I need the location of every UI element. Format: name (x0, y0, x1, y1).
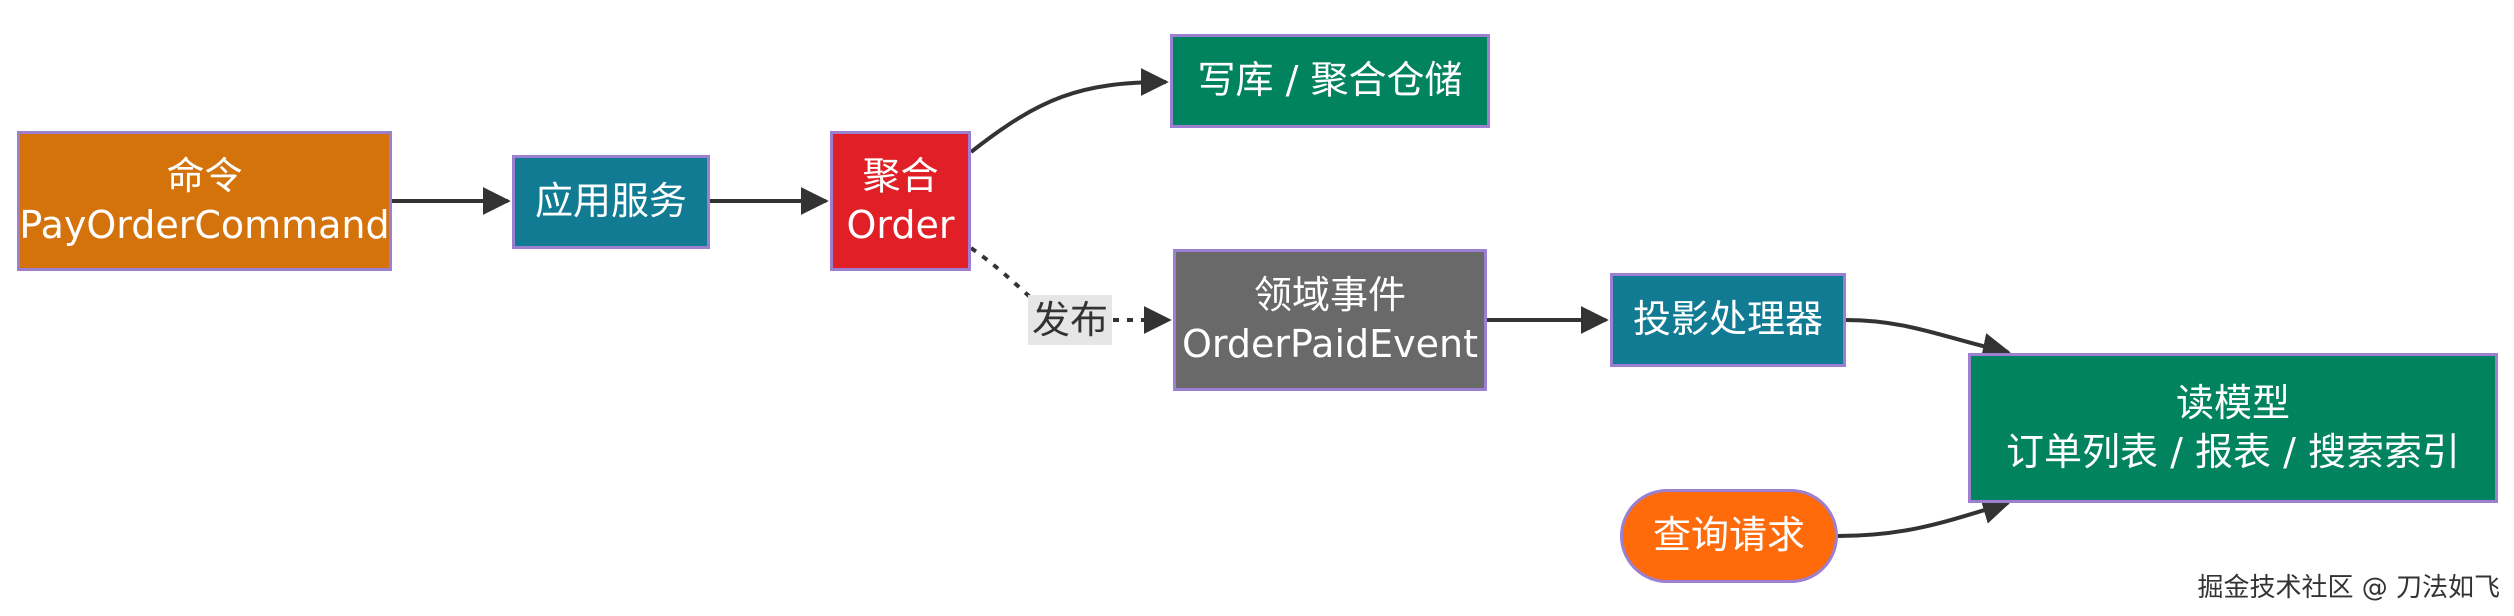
node-domain-event-title: 领域事件 (1253, 272, 1406, 317)
edge-projector-to-read (1845, 318, 2011, 361)
node-aggregate-title: 聚合 (862, 153, 939, 198)
node-read-model-targets: 订单列表 / 报表 / 搜索索引 (2006, 430, 2460, 474)
watermark: 掘金技术社区 @ 刀法如飞 (2197, 573, 2500, 603)
node-projector[interactable]: 投影处理器 (1610, 273, 1846, 367)
edge-label-publish: 发布 (1028, 295, 1113, 345)
node-app-service[interactable]: 应用服务 (512, 155, 710, 249)
node-command-title: 命令 (166, 153, 243, 198)
node-command-name: PayOrderCommand (19, 203, 390, 247)
edge-aggregate-to-event-dotted (969, 246, 1172, 334)
node-domain-event[interactable]: 领域事件 OrderPaidEvent (1173, 249, 1487, 391)
node-query-request-label: 查询请求 (1652, 513, 1805, 558)
node-read-model[interactable]: 读模型 订单列表 / 报表 / 搜索索引 (1968, 353, 2498, 503)
edge-aggregate-to-write (969, 68, 1169, 154)
node-aggregate-name: Order (846, 203, 955, 247)
node-command[interactable]: 命令 PayOrderCommand (17, 131, 392, 271)
node-query-request[interactable]: 查询请求 (1620, 489, 1838, 583)
node-app-service-label: 应用服务 (534, 179, 687, 224)
node-domain-event-name: OrderPaidEvent (1181, 322, 1479, 366)
node-aggregate[interactable]: 聚合 Order (830, 131, 971, 271)
node-read-model-title: 读模型 (2175, 380, 2290, 425)
edge-query-to-read (1837, 496, 2011, 538)
node-write-store-label: 写库 / 聚合仓储 (1197, 58, 1463, 103)
node-projector-label: 投影处理器 (1632, 297, 1823, 342)
node-write-store[interactable]: 写库 / 聚合仓储 (1170, 34, 1490, 128)
